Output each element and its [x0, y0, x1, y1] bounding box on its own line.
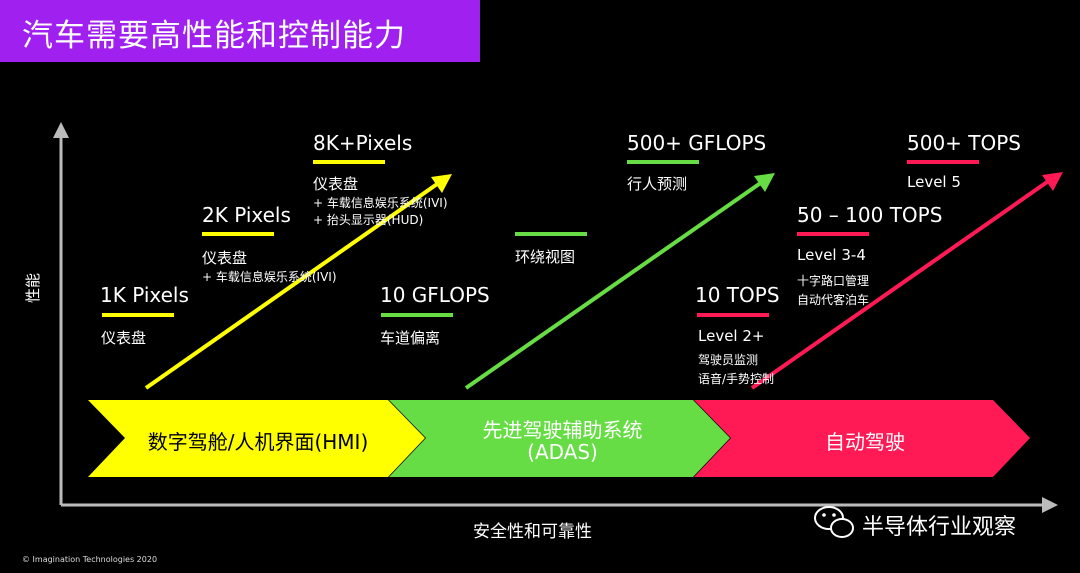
adas-500g-bar — [627, 160, 699, 164]
ad-trend-arrowhead — [1042, 172, 1063, 191]
ad-50t-heading: 50 – 100 TOPS — [797, 203, 943, 227]
hmi-8k-line-3: + 抬头显示器(HUD) — [313, 213, 424, 227]
ad-50t-bar — [797, 232, 869, 236]
ad-50t-line-1: Level 3-4 — [797, 246, 866, 264]
footer: © Imagination Technologies 2020 — [22, 555, 158, 564]
ad-500t-line: Level 5 — [907, 173, 961, 191]
ad-10t-bar — [697, 313, 769, 317]
adas-chevron — [389, 400, 730, 477]
adas-surround-line: 环绕视图 — [515, 248, 576, 266]
hmi-1k-bar — [102, 313, 174, 317]
hmi-label: 数字驾舱/人机界面(HMI) — [147, 430, 369, 454]
hmi-2k-line-2: + 车载信息娱乐系统(IVI) — [202, 270, 337, 284]
ad-50t-line-2: 十字路口管理 — [797, 274, 870, 288]
hmi-trend-arrow — [144, 180, 442, 390]
wechat-icon — [814, 506, 854, 538]
hmi-2k-bar — [202, 232, 274, 236]
ad-chevron — [694, 400, 1030, 477]
watermark: 半导体行业观察 — [862, 515, 1017, 540]
hmi-1k-heading: 1K Pixels — [100, 283, 189, 307]
adas-trend-arrow — [464, 180, 764, 390]
hmi-8k-line-1: 仪表盘 — [313, 175, 359, 193]
adas-10g-heading: 10 GFLOPS — [380, 283, 490, 307]
page-title: 汽车需要高性能和控制能力 — [22, 18, 406, 54]
adas-trend-arrowhead — [754, 173, 775, 192]
ad-50t-line-3: 自动代客泊车 — [797, 293, 870, 307]
ad-10t-line-1: Level 2+ — [698, 327, 765, 345]
ad-trend-arrow — [750, 178, 1052, 390]
hmi-trend-arrowhead — [431, 174, 452, 193]
hmi-chevron — [88, 400, 425, 477]
ad-10t-line-3: 语音/手势控制 — [698, 372, 775, 386]
ad-label: 自动驾驶 — [825, 430, 905, 454]
ad-10t-heading: 10 TOPS — [695, 283, 780, 307]
x-axis-arrowhead — [1042, 497, 1058, 513]
hmi-8k-heading: 8K+Pixels — [313, 131, 413, 155]
hmi-2k-line-1: 仪表盘 — [202, 249, 248, 267]
y-axis-arrowhead — [53, 122, 69, 138]
x-axis-label: 安全性和可靠性 — [473, 522, 592, 542]
title-bar — [0, 0, 480, 62]
adas-surround-bar — [515, 232, 587, 236]
adas-10g-line: 车道偏离 — [380, 329, 441, 347]
ad-10t-line-2: 驾驶员监测 — [698, 353, 759, 367]
hmi-8k-bar — [313, 160, 385, 164]
hmi-1k-line: 仪表盘 — [101, 329, 147, 347]
y-axis-label: 性能 — [24, 272, 42, 303]
adas-label-line1: 先进驾驶辅助系统 — [482, 418, 643, 442]
adas-500g-line: 行人预测 — [627, 175, 688, 193]
adas-10g-bar — [381, 313, 453, 317]
ad-500t-heading: 500+ TOPS — [907, 131, 1022, 155]
ad-500t-bar — [907, 160, 979, 164]
adas-label-line2: (ADAS) — [527, 440, 598, 464]
hmi-2k-heading: 2K Pixels — [202, 203, 291, 227]
adas-500g-heading: 500+ GFLOPS — [627, 131, 767, 155]
hmi-8k-line-2: + 车载信息娱乐系统(IVI) — [313, 196, 448, 210]
